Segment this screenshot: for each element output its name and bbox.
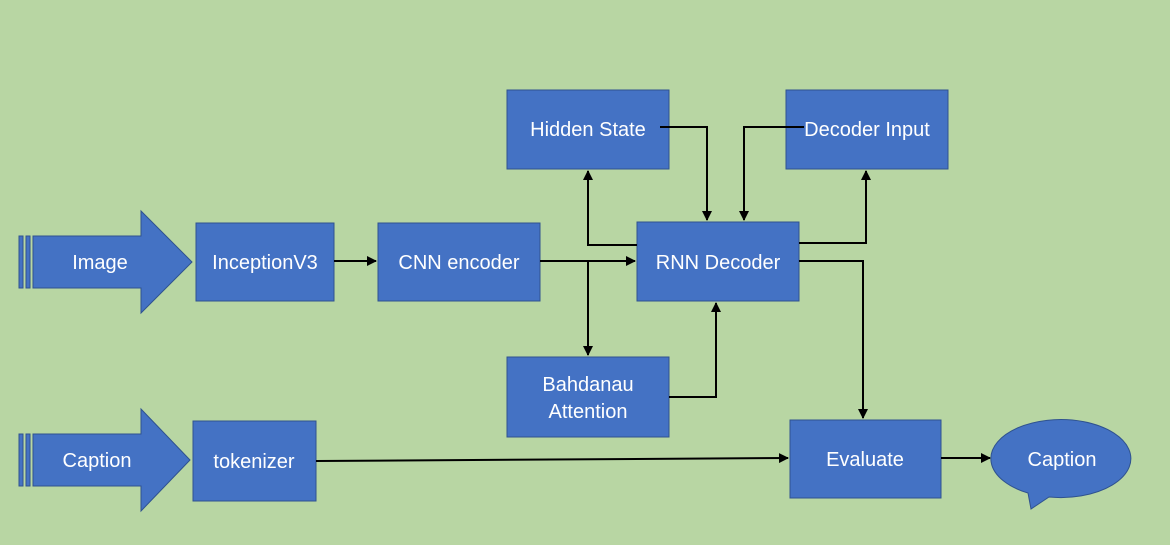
tokenizer-box: tokenizer [192,420,317,502]
image-label: Image [72,252,128,274]
edge-rnn-to-decoder-input [799,170,871,244]
inception-box: InceptionV3 [195,222,335,302]
edge-rnn-to-evaluate [799,260,868,419]
decoder-input-box: Decoder Input [785,89,949,170]
edge-tokenizer-to-evaluate [315,453,789,464]
cnn-encoder-label: CNN encoder [398,252,520,274]
connectors [315,126,991,464]
attention-box: Bahdanau Attention [506,356,670,438]
edge-rnn-to-hidden-state [583,170,637,246]
decoder-input-label: Decoder Input [804,119,930,141]
caption-input-label: Caption [63,450,132,472]
attention-label-line1: Bahdanau [542,374,633,396]
edge-decoder-input-to-rnn [739,126,804,221]
attention-label-line2: Attention [549,401,628,423]
edge-attention-to-rnn [669,302,721,398]
inception-label: InceptionV3 [212,252,318,274]
rnn-decoder-box: RNN Decoder [636,221,800,302]
cnn-encoder-box: CNN encoder [377,222,541,302]
image-input-arrow: Image [18,209,193,315]
hidden-state-box: Hidden State [506,89,670,170]
hidden-state-label: Hidden State [530,119,646,141]
caption-output-bubble: Caption [990,419,1132,510]
rnn-decoder-label: RNN Decoder [656,252,781,274]
evaluate-box: Evaluate [789,419,942,499]
caption-output-label: Caption [1028,449,1097,471]
caption-input-arrow: Caption [18,407,191,513]
evaluate-label: Evaluate [826,449,904,471]
tokenizer-label: tokenizer [213,451,294,473]
edge-hidden-state-to-rnn [660,126,712,221]
